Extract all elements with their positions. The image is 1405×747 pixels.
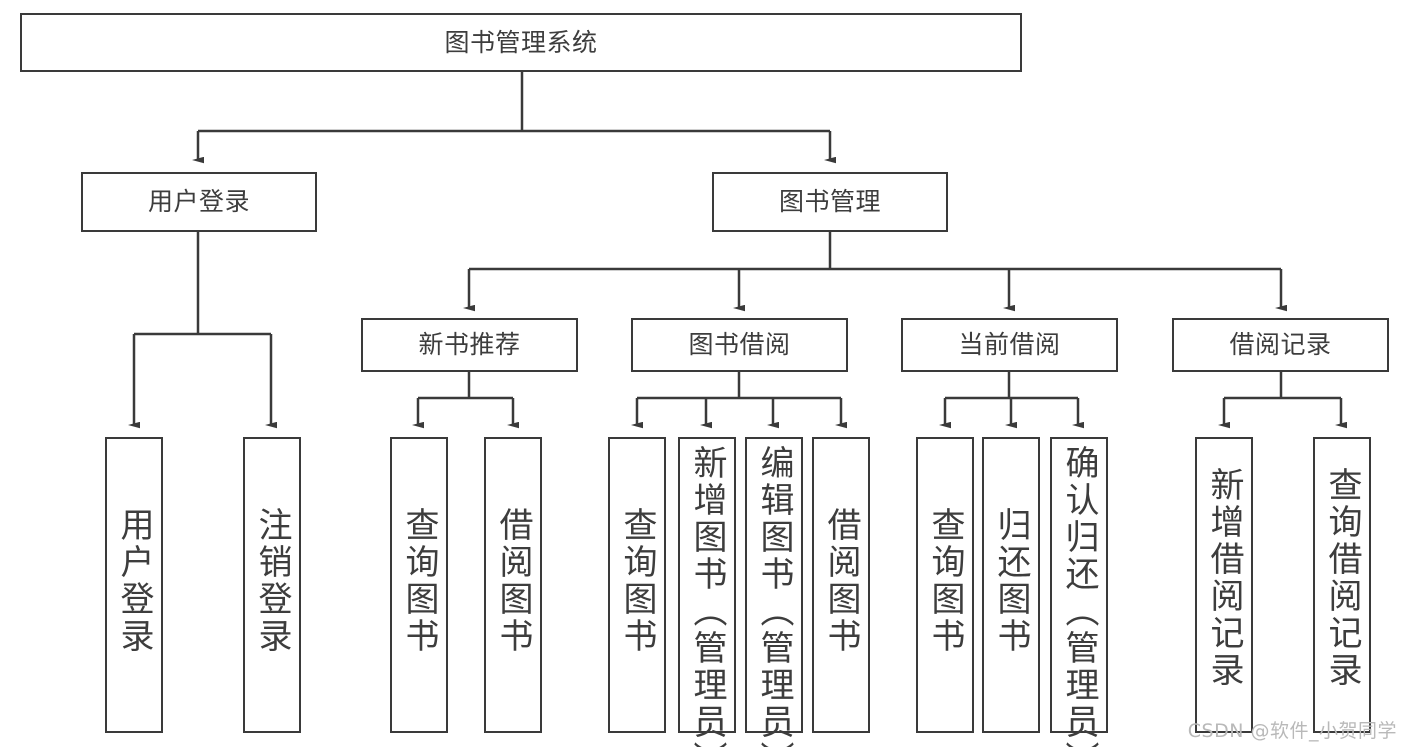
node-label: 图书管理 [778,187,881,217]
leaf-current-return-book[interactable]: 归还图书 [982,437,1040,733]
node-label: 编辑图书（管理员） [754,445,794,747]
leaf-current-query-book[interactable]: 查询图书 [916,437,974,733]
leaf-user-login-logout[interactable]: 注销登录 [243,437,301,733]
node-label: 归还图书 [991,507,1031,655]
node-label: 图书管理系统 [444,27,598,57]
node-label: 用户登录 [114,507,154,655]
leaf-current-confirm-return-admin[interactable]: 确认归还（管理员） [1050,437,1108,747]
node-label: 确认归还（管理员） [1059,445,1099,747]
leaf-user-login-login[interactable]: 用户登录 [105,437,163,733]
leaf-borrow-edit-book-admin[interactable]: 编辑图书（管理员） [745,437,803,747]
node-label: 新增图书（管理员） [687,445,727,747]
leaf-record-query-record[interactable]: 查询借阅记录 [1313,437,1371,733]
node-label: 借阅图书 [821,507,861,655]
leaf-recommend-query-book[interactable]: 查询图书 [390,437,448,733]
leaf-recommend-borrow-book[interactable]: 借阅图书 [484,437,542,733]
watermark-text: CSDN @软件_小贺同学 [1187,720,1397,742]
node-label: 查询图书 [617,507,657,655]
node-label: 借阅记录 [1229,330,1332,360]
node-label: 图书借阅 [688,330,791,360]
node-user-login[interactable]: 用户登录 [81,172,317,232]
node-book-management[interactable]: 图书管理 [712,172,948,232]
node-label: 查询图书 [925,507,965,655]
node-new-book-recommend[interactable]: 新书推荐 [361,318,578,372]
node-label: 新书推荐 [418,330,521,360]
leaf-borrow-query-book[interactable]: 查询图书 [608,437,666,733]
leaf-borrow-borrow-book[interactable]: 借阅图书 [812,437,870,733]
node-book-borrow[interactable]: 图书借阅 [631,318,848,372]
node-label: 新增借阅记录 [1204,467,1244,689]
node-borrow-record[interactable]: 借阅记录 [1172,318,1389,372]
node-current-borrow[interactable]: 当前借阅 [901,318,1118,372]
node-label: 当前借阅 [958,330,1061,360]
node-label: 查询图书 [399,507,439,655]
leaf-borrow-add-book-admin[interactable]: 新增图书（管理员） [678,437,736,747]
node-root-system[interactable]: 图书管理系统 [20,13,1022,72]
node-label: 借阅图书 [493,507,533,655]
node-label: 注销登录 [252,507,292,655]
node-label: 用户登录 [147,187,250,217]
leaf-record-add-record[interactable]: 新增借阅记录 [1195,437,1253,733]
node-label: 查询借阅记录 [1322,467,1362,689]
